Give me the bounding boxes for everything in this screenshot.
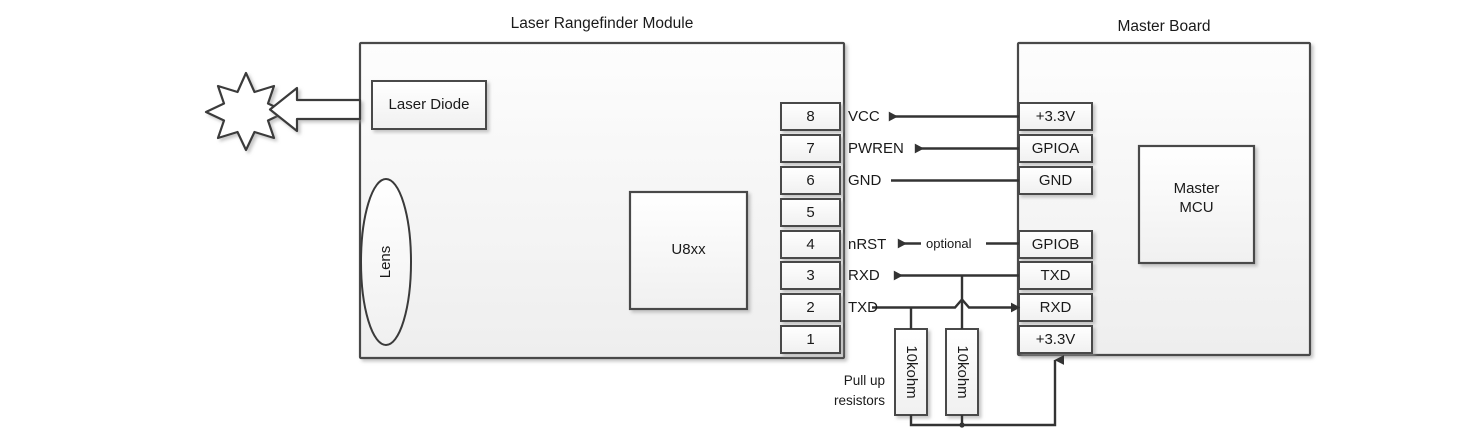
lens-ellipse [360, 178, 412, 346]
wire-pullup-supply [909, 355, 1064, 427]
wire-junctions [910, 422, 965, 428]
laser-diode-box [371, 80, 487, 130]
module-pin-boxes [780, 102, 841, 354]
master-mcu-box [1137, 144, 1256, 265]
master-connector-boxes [1018, 102, 1093, 354]
pullup-resistor-bodies [894, 328, 979, 416]
star-burst-icon [204, 71, 288, 152]
wire-txd [872, 297, 1021, 313]
block-arrow-left-icon [268, 86, 362, 133]
u8xx-chip-box [628, 190, 749, 311]
signal-wires [872, 111, 1064, 427]
